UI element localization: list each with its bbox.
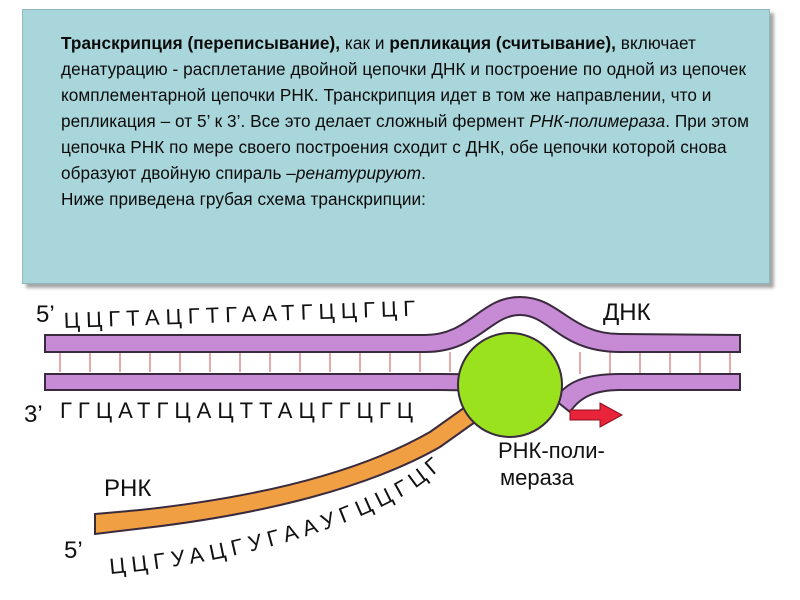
scheme-caption: Ниже приведена грубая схема транскрипции… (61, 189, 426, 209)
bottom-strand-3prime-label: 3’ (24, 401, 43, 428)
top-strand-sequence: ЦЦГТАЦГТГААТГЦЦГЦГ (63, 296, 421, 333)
term-replication: репликация (считывание), (389, 33, 616, 53)
direction-arrow (569, 402, 624, 428)
bottom-strand-sequence: ГГЦАТГЦАЦТТАЦГГЦГЦ (60, 398, 419, 423)
rna-label: РНК (104, 475, 151, 502)
rna-5prime-label: 5’ (64, 537, 83, 564)
enzyme-label-line2: мераза (500, 465, 575, 490)
term-transcription: Транскрипция (переписывание), (61, 33, 341, 53)
term-rna-polymerase: РНК-полимераза (529, 111, 666, 131)
text-fragment: . При этом цепочка РНК по мере своего по… (61, 111, 750, 183)
base-pair-ticks (59, 352, 731, 374)
text-fragment: включает денатурацию - расплетание двойн… (61, 33, 747, 131)
enzyme-label-line1: РНК-поли- (498, 438, 605, 463)
text-fragment: как и (340, 33, 390, 53)
transcription-diagram: 5’ ЦЦГТАЦГТГААТГЦЦГЦГ 3’ ГГЦАТГЦАЦТТАЦГГ… (24, 295, 741, 579)
text-fragment: . (421, 163, 426, 183)
dna-top-strand (44, 295, 741, 353)
text-box: Транскрипция (переписывание), как и репл… (22, 9, 770, 284)
rna-polymerase-enzyme (457, 332, 563, 438)
term-renature: ренатурируют (295, 163, 422, 183)
dna-label: ДНК (603, 299, 651, 326)
dna-bottom-strand-right (553, 373, 741, 414)
description-paragraph: Транскрипция (переписывание), как и репл… (61, 30, 751, 212)
dna-bottom-strand (44, 373, 491, 396)
top-strand-5prime-label: 5’ (36, 301, 55, 328)
